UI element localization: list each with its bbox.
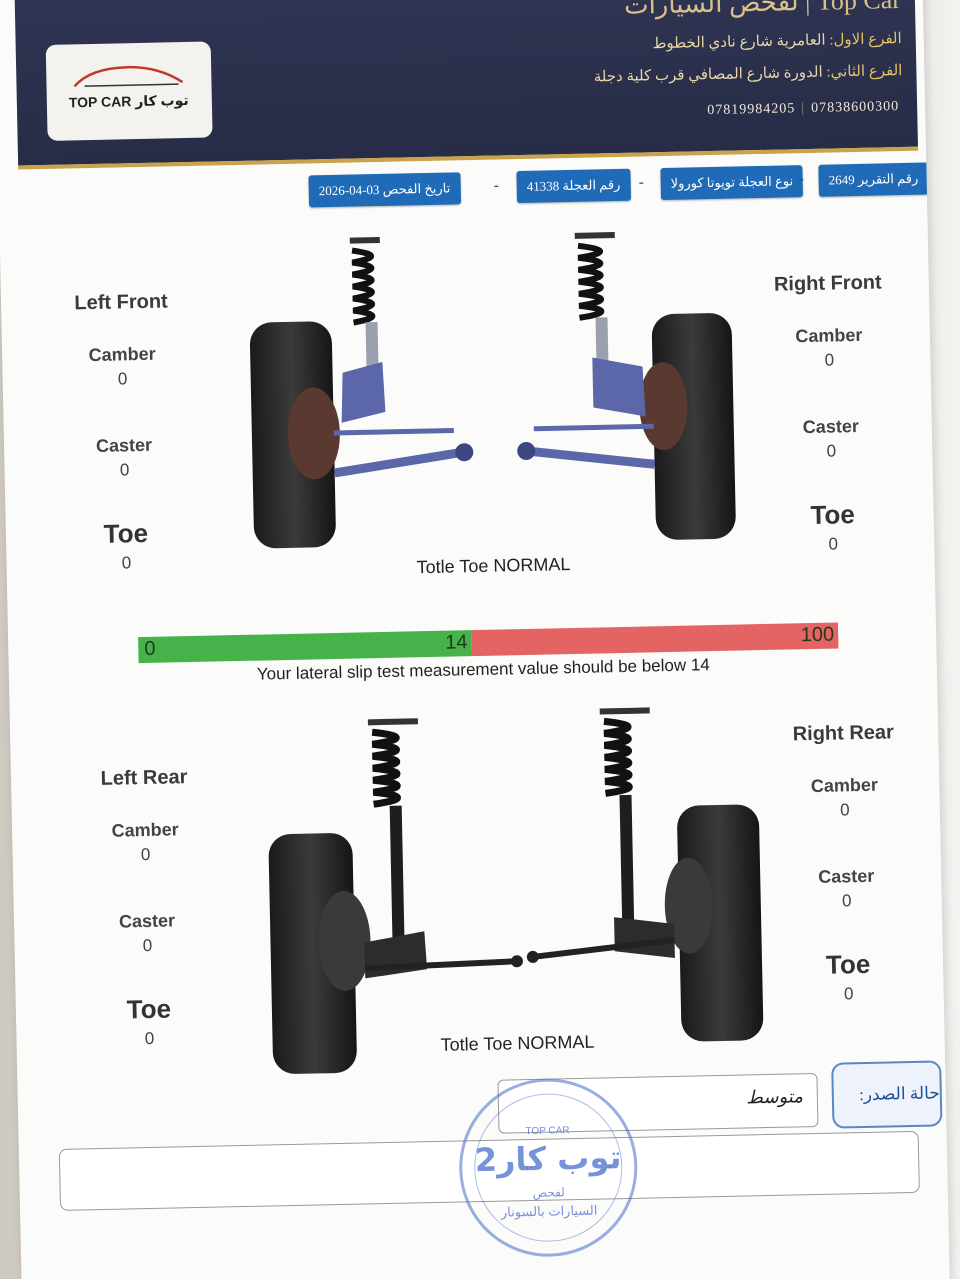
right-front-camber-value: 0: [824, 350, 835, 370]
right-rear-camber-label: Camber: [810, 774, 879, 797]
car-type-badge: نوع العجلة تويوتا كورولا: [660, 165, 804, 201]
left-rear-camber-value: 0: [140, 844, 151, 865]
report-info-bar: تاريخ الفحص 03-04-2026 - رقم العجلة 4133…: [298, 162, 929, 210]
left-front-panel: Left Front Camber 0 Caster 0 Toe 0: [46, 290, 202, 575]
separator: -: [493, 177, 500, 195]
slip-ok-range: 0 14: [138, 630, 472, 664]
branch-2-label: الفرع الثاني:: [826, 62, 903, 81]
branch-1-address: العامرية شارع نادي الخطوط: [652, 32, 826, 53]
left-front-camber-value: 0: [117, 369, 128, 389]
slip-max-label: 100: [800, 623, 835, 647]
slip-test-note: Your lateral slip test measurement value…: [256, 655, 710, 684]
right-rear-panel: Right Rear Camber 0 Caster 0 Toe 0: [768, 721, 924, 1006]
stamp-line-2: توب كار2: [474, 1138, 622, 1180]
branch-1: الفرع الاول: العامرية شارع نادي الخطوط: [652, 29, 902, 53]
separator: -: [798, 171, 805, 189]
right-rear-caster-label: Caster: [818, 865, 875, 887]
front-total-toe: Totle Toe NORMAL: [416, 554, 571, 578]
phone-numbers: 07819984205|07838600300: [707, 99, 900, 119]
left-front-toe-label: Toe: [103, 517, 149, 549]
stamp-line-4: السيارات بالسونار: [500, 1202, 598, 1220]
right-rear-camber-value: 0: [839, 800, 850, 820]
slip-threshold-label: 14: [444, 631, 468, 654]
left-rear-title: Left Rear: [100, 766, 188, 790]
separator: -: [638, 174, 645, 192]
phone-2: 07838600300: [810, 99, 900, 116]
branch-2: الفرع الثاني: الدورة شارع المصافي قرب كل…: [594, 61, 903, 86]
right-front-toe-value: 0: [828, 534, 839, 554]
right-rear-wheel-icon: [526, 707, 764, 1042]
slip-bad-range: 100: [471, 622, 839, 657]
left-front-title: Left Front: [74, 290, 168, 315]
right-front-panel: Right Front Camber 0 Caster 0 Toe 0: [753, 271, 909, 556]
right-rear-toe-label: Toe: [825, 948, 871, 980]
branch-2-address: الدورة شارع المصافي قرب كلية دجلة: [593, 64, 823, 86]
logo-text: TOP CAR توب كار: [68, 91, 189, 111]
right-front-caster-label: Caster: [802, 415, 860, 438]
left-front-wheel-icon: [249, 236, 474, 549]
left-rear-wheel-icon: [268, 718, 523, 1074]
company-title: لفحص السيارات | Top Car: [623, 0, 902, 20]
left-front-toe-value: 0: [121, 553, 132, 573]
chest-status-label: حالة الصدر:: [831, 1060, 943, 1129]
car-logo-icon: [73, 65, 184, 88]
left-rear-toe-value: 0: [144, 1028, 155, 1049]
left-front-camber-label: Camber: [88, 343, 156, 366]
car-number-badge: رقم العجلة 41338: [516, 168, 631, 204]
right-rear-caster-value: 0: [841, 891, 852, 911]
phone-1: 07819984205: [707, 101, 796, 119]
front-suspension-image: [249, 232, 736, 549]
rear-suspension-image: [268, 707, 764, 1074]
right-front-title: Right Front: [773, 271, 882, 296]
right-front-wheel-icon: [517, 232, 736, 540]
rear-total-toe: Totle Toe NORMAL: [440, 1031, 595, 1055]
slip-min-label: 0: [144, 637, 156, 660]
branch-1-label: الفرع الاول:: [829, 30, 902, 49]
report-header: TOP CAR توب كار لفحص السيارات | Top Car …: [14, 0, 919, 170]
left-front-caster-label: Caster: [95, 434, 153, 456]
right-front-toe-label: Toe: [810, 499, 856, 531]
right-rear-toe-value: 0: [843, 984, 854, 1004]
left-rear-toe-label: Toe: [126, 993, 172, 1025]
inspection-date-badge: تاريخ الفحص 03-04-2026: [308, 172, 461, 208]
report-number-badge: رقم التقرير 2649: [818, 162, 929, 197]
left-rear-camber-label: Camber: [111, 819, 179, 841]
left-rear-caster-value: 0: [142, 935, 153, 956]
company-logo: TOP CAR توب كار: [45, 41, 213, 141]
left-front-caster-value: 0: [119, 460, 130, 480]
right-rear-title: Right Rear: [792, 721, 895, 746]
left-rear-panel: Left Rear Camber 0 Caster 0 Toe 0: [69, 765, 225, 1050]
right-front-caster-value: 0: [826, 441, 837, 461]
right-front-camber-label: Camber: [795, 324, 863, 347]
lateral-slip-bar: 0 14 100: [138, 622, 839, 664]
left-rear-caster-label: Caster: [118, 910, 176, 932]
